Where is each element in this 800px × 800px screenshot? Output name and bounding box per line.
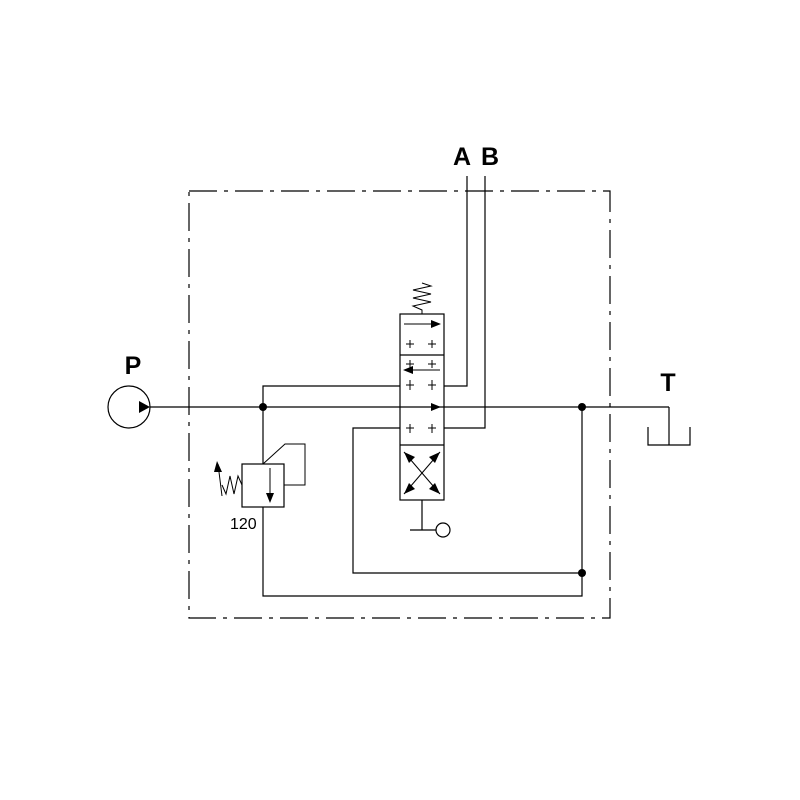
pump-flow-arrowhead [139, 401, 150, 413]
work-line-b [444, 176, 486, 429]
junction-dot [259, 403, 267, 411]
port-label-a: A [453, 143, 471, 171]
work-line-a [444, 176, 468, 387]
relief-pilot-line [262, 443, 306, 486]
relief-valve-flow-arrowhead [266, 493, 274, 503]
valve-flow-arrowhead [404, 483, 415, 494]
valve-flow-arrowhead [429, 483, 440, 494]
valve-flow-arrowhead [404, 452, 415, 463]
relief-drain-line [262, 507, 583, 597]
directional-control-valve [399, 282, 451, 538]
pump-symbol [107, 385, 151, 429]
valve-flow-arrowhead [431, 320, 441, 328]
relief-valve-setting: 120 [230, 516, 257, 533]
relief-adjustable-spring-icon [221, 474, 243, 496]
valve-actuator-knob-icon [435, 522, 451, 538]
valve-return-line [352, 427, 582, 574]
pressure-branch-line [262, 385, 400, 407]
port-label-b: B [481, 143, 499, 171]
manifold-boundary [188, 190, 611, 619]
relief-adjust-arrowhead [214, 461, 222, 472]
pressure-relief-valve [214, 443, 306, 508]
junction-dot [578, 569, 586, 577]
valve-flow-arrowhead [431, 403, 441, 411]
valve-return-spring-icon [411, 282, 433, 314]
port-label-p: P [125, 352, 142, 380]
valve-flow-arrowhead [429, 452, 440, 463]
port-label-t: T [660, 369, 675, 397]
junction-dot [578, 403, 586, 411]
valve-flow-arrowhead [403, 366, 413, 374]
relief-valve-body [241, 463, 285, 508]
